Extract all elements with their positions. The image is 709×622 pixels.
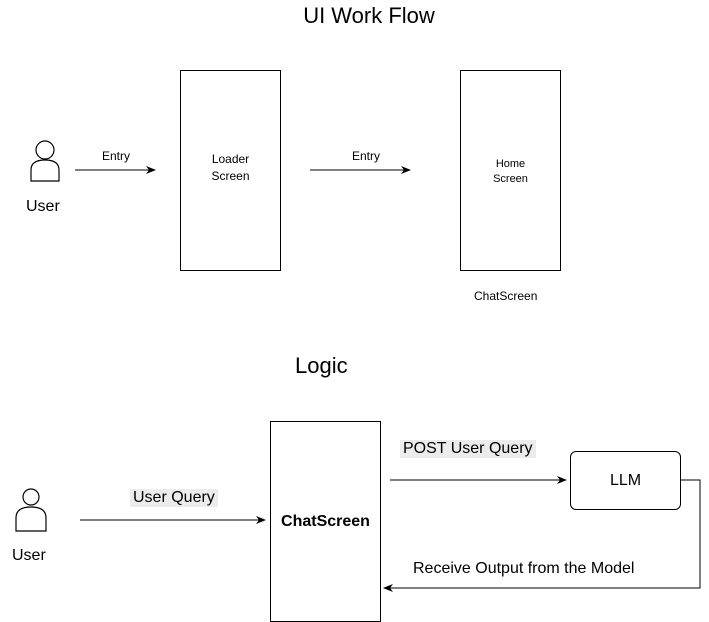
entry-label-1: Entry bbox=[102, 149, 131, 163]
loader-screen-box: Loader Screen bbox=[180, 70, 281, 271]
receive-output-label: Receive Output from the Model bbox=[413, 560, 635, 577]
chatscreen-box: ChatScreen bbox=[270, 421, 381, 622]
user-icon bbox=[15, 488, 47, 532]
user-query-label: User Query bbox=[130, 489, 218, 507]
post-user-query-label: POST User Query bbox=[400, 440, 536, 458]
workflow-user-label: User bbox=[26, 198, 60, 215]
home-screen-line2: Screen bbox=[493, 173, 528, 185]
loader-screen-line1: Loader bbox=[211, 152, 250, 166]
loader-screen-line2: Screen bbox=[211, 169, 250, 183]
entry-label-2: Entry bbox=[352, 149, 381, 163]
logic-user-label: User bbox=[12, 547, 46, 564]
home-screen-box: Home Screen bbox=[460, 70, 561, 271]
workflow-title: UI Work Flow bbox=[303, 3, 435, 28]
user-icon bbox=[30, 140, 60, 182]
home-caption: ChatScreen bbox=[474, 289, 538, 303]
chatscreen-label: ChatScreen bbox=[281, 512, 370, 530]
llm-box: LLM bbox=[570, 451, 681, 510]
home-screen-line1: Home bbox=[495, 158, 526, 170]
receive-arrow bbox=[383, 479, 701, 592]
logic-title: Logic bbox=[295, 353, 348, 378]
llm-label: LLM bbox=[609, 471, 642, 489]
